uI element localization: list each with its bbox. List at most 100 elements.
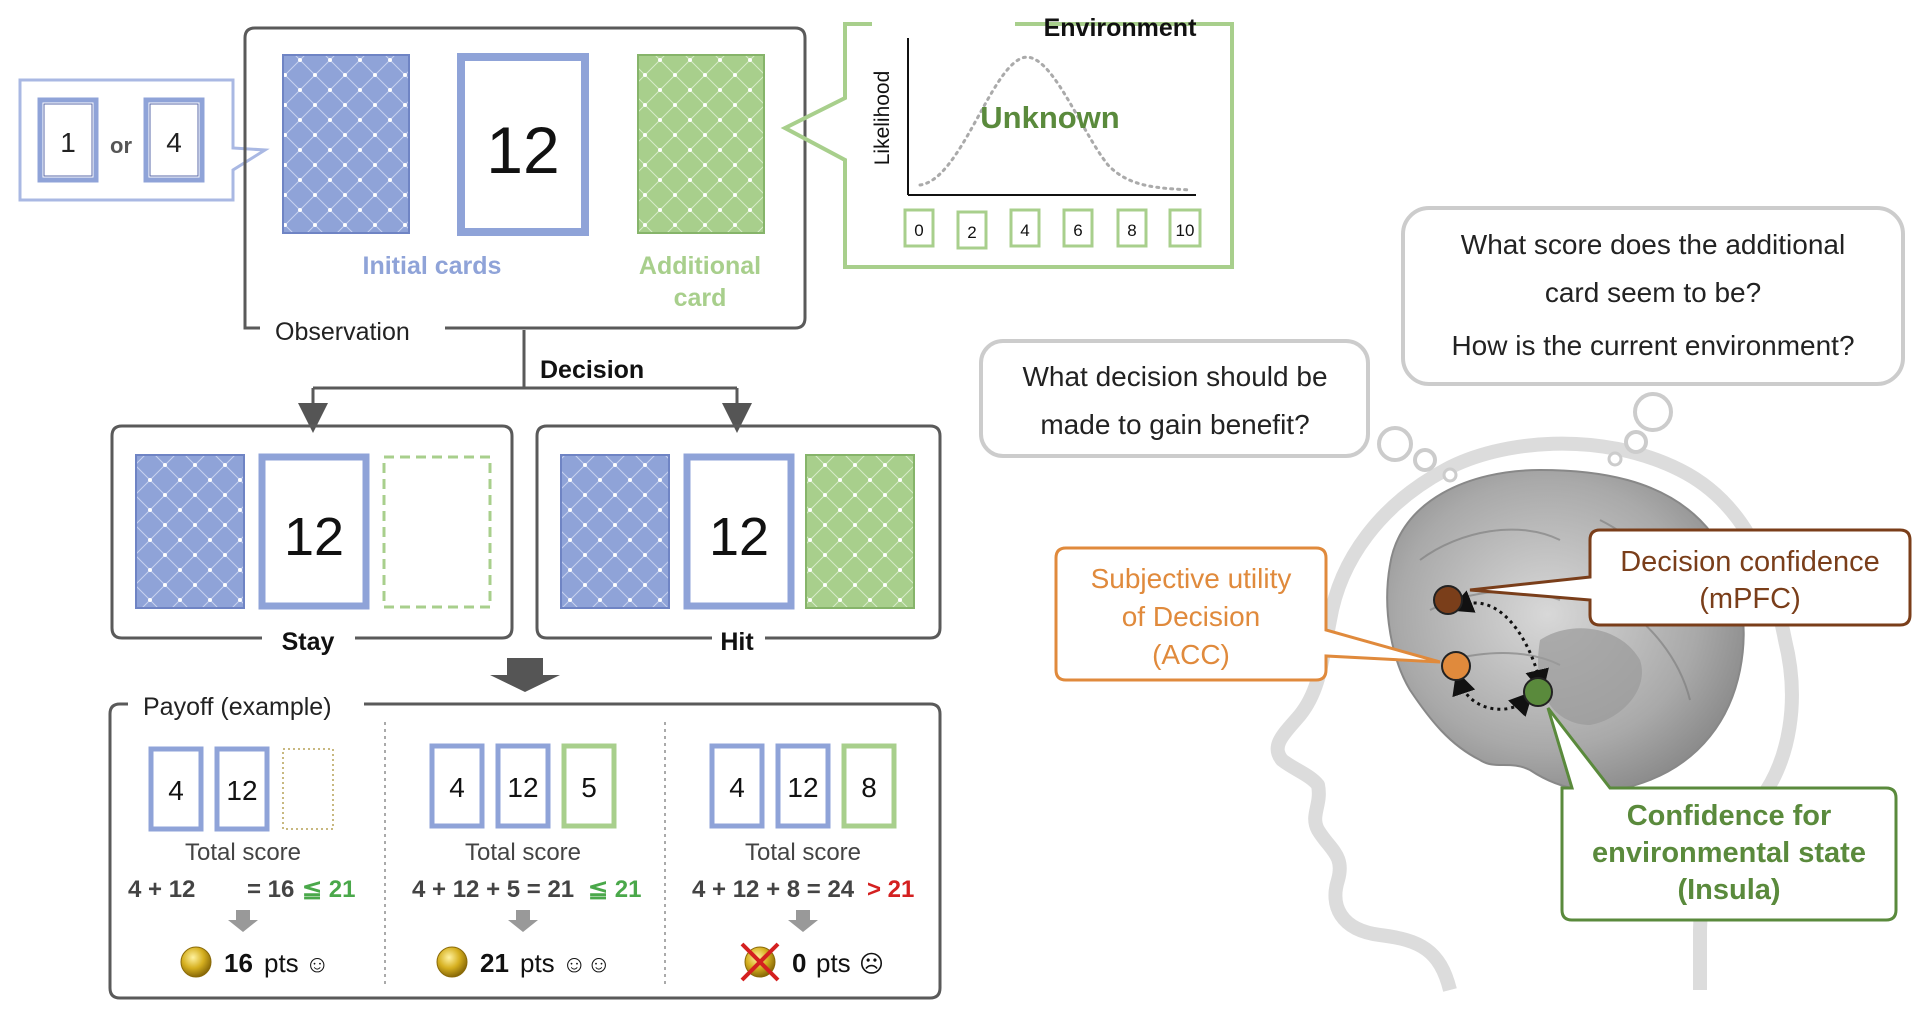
observation-title: Observation [275,318,410,346]
score-equation: 4 + 12 [128,876,195,903]
thought-dot [1377,426,1413,462]
hidden-card-callout: 1 or 4 [18,78,270,202]
env-tick: 6 [1062,208,1094,248]
score-equation: 4 + 12 + 8 = 24 [692,876,855,903]
thought-dot [1624,430,1648,454]
payoff-card-value: 12 [507,772,538,803]
insula-label-line-3: (Insula) [1677,874,1780,906]
thought-dot [1413,448,1437,472]
points-value: 0 [792,948,806,978]
payoff-panel: Payoff (example) 4 12 Total score 4 + 12… [108,693,942,1000]
mpfc-label-line-1: Decision confidence [1620,546,1880,578]
points-unit: pts [520,948,555,978]
stay-frame [110,424,514,640]
environment-thought-bubble [1401,206,1905,386]
decision-question-line-1: What decision should be [1022,361,1327,392]
environment-ylabel: Likelihood [871,71,894,166]
score-question-line-2: card seem to be? [1545,277,1761,308]
total-score-label: Total score [185,839,301,866]
total-score-label: Total score [745,839,861,866]
insula-label-line-1: Confidence for [1627,800,1832,832]
env-tick: 10 [1168,208,1202,248]
env-tick-label: 4 [1020,221,1029,240]
initial-card-visible-value: 12 [486,113,559,187]
hit-frame [535,424,942,640]
environment-ticks: 0 2 4 6 8 10 [903,208,1202,250]
payoff-card-value: 12 [226,775,257,806]
stay-empty-slot [382,455,492,609]
points-value: 16 [224,948,253,978]
hit-hidden-card [560,454,670,609]
env-tick: 8 [1116,208,1148,248]
decision-label: Decision [540,356,644,384]
payoff-card [148,746,204,832]
points-unit: pts [264,948,299,978]
mpfc-callout: Decision confidence (mPFC) [1469,528,1912,627]
mpfc-callout-frame [1469,528,1912,627]
stay-panel: 12 Stay [110,424,514,656]
decision-question-line-2: made to gain benefit? [1040,409,1309,440]
payoff-card [841,743,897,829]
crossed-coin-icon [740,942,780,982]
score-equation-result: = 16 [247,876,294,903]
mpfc-insula-connection [1448,590,1549,694]
payoff-arrow [508,910,538,932]
points-unit: pts [816,948,851,978]
environment-question: How is the current environment? [1451,330,1854,361]
decision-connector: Decision [298,330,752,433]
thought-bubble-environment: What score does the additional card seem… [1401,206,1905,467]
hidden-card-1-value: 1 [60,127,76,158]
region-connections [1448,590,1549,717]
observation-frame [243,26,807,330]
acc-label-line-1: Subjective utility [1091,563,1292,594]
payoff-column-hit-bust: 4 12 8 Total score 4 + 12 + 8 = 24 > 21 … [692,743,914,982]
additional-card-label-2: card [674,284,727,312]
total-score-label: Total score [465,839,581,866]
points-value: 21 [480,948,509,978]
payoff-card [214,746,270,832]
decision-thought-bubble [979,339,1370,458]
insula-label-line-2: environmental state [1592,837,1866,869]
score-comparison: > 21 [867,876,914,903]
double-smile-face-icon: ☺☺ [562,951,611,978]
hit-label: Hit [720,628,754,656]
payoff-column-stay: 4 12 Total score 4 + 12 = 16 ≦ 21 16 pts… [128,746,355,978]
frown-face-icon: ☹ [859,951,884,978]
stay-hidden-card [135,454,245,609]
acc-insula-connection [1452,670,1534,717]
environment-title: Environment [1044,14,1197,42]
score-question-line-1: What score does the additional [1461,229,1845,260]
payoff-empty-card [282,748,334,830]
likelihood-curve [918,55,1192,192]
smile-face-icon: ☺ [305,951,330,978]
stay-label: Stay [282,628,335,656]
insula-callout-frame [1546,707,1898,922]
environment-frame [780,22,1234,269]
payoff-card [775,743,831,829]
payoff-down-arrow [490,658,560,692]
env-tick: 4 [1009,208,1041,248]
thought-dot [1633,392,1673,432]
head-outline [1270,436,1799,992]
env-tick-label: 10 [1176,221,1195,240]
initial-card-visible [457,53,589,236]
env-tick-label: 0 [914,221,923,240]
thought-dot [1607,451,1623,467]
payoff-arrow [788,910,818,932]
acc-label-line-2: of Decision [1122,601,1261,632]
acc-callout: Subjective utility of Decision (ACC) [1054,546,1441,682]
additional-card-label-1: Additional [639,252,761,280]
mpfc-label-line-2: (mPFC) [1699,583,1800,615]
hit-visible-card-value: 12 [709,507,769,567]
hidden-card-2-value: 4 [166,127,182,158]
observation-panel: Observation 12 Initial cards Additional … [243,26,807,346]
brain-inner-structure [1538,628,1642,725]
payoff-card-value: 4 [729,772,745,803]
initial-card-hidden [282,54,410,234]
payoff-card-value: 12 [787,772,818,803]
score-equation: 4 + 12 + 5 = 21 [412,876,574,903]
env-tick-label: 2 [967,223,976,242]
payoff-card [429,743,485,829]
payoff-title: Payoff (example) [143,693,332,721]
